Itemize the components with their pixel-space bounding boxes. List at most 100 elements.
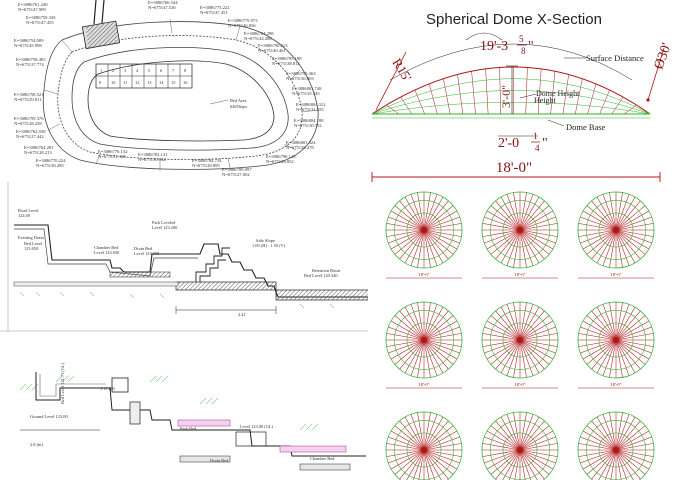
dome-height-word: Height bbox=[534, 96, 557, 105]
coord-easting: E=3086784.734 bbox=[192, 158, 222, 163]
road-level-value: 124.00 bbox=[18, 213, 31, 218]
dome-rosette: 18'-0" bbox=[577, 411, 655, 480]
base-denominator: 4 bbox=[535, 143, 540, 153]
grid-cell-label: 10 bbox=[111, 80, 116, 85]
dome-rosette: 18'-0" bbox=[481, 191, 559, 279]
detail-label: Bed Level 121.73 (GL) bbox=[60, 362, 65, 404]
rosette-span-label: 18'-0" bbox=[419, 382, 430, 387]
base-numerator: 1 bbox=[533, 131, 538, 141]
coord-easting: E=3086782.131 bbox=[138, 152, 168, 157]
coord-northing: N=675131.555 bbox=[296, 107, 324, 112]
rosette-span-label: 18'-0" bbox=[515, 382, 526, 387]
coord-easting: E=3086759.345 bbox=[26, 15, 56, 20]
coord-northing: N=675130.844 bbox=[138, 157, 166, 162]
coord-northing: N=675140.461 bbox=[258, 48, 286, 53]
coord-easting: E=3086770.224 bbox=[36, 158, 66, 163]
rosette-grid: 18'-0"18'-0"18'-0"18'-0"18'-0"18'-0"18'-… bbox=[385, 191, 655, 480]
coordinate-labels: E=3086761.240N=675147.909E=3086766.544N=… bbox=[14, 0, 326, 177]
dome-height-label: Dome Height bbox=[536, 89, 580, 98]
bed-area-label: Bed Area bbox=[230, 98, 247, 103]
coord-northing: N=675147.451 bbox=[200, 10, 228, 15]
coord-easting: E=3086779.973 bbox=[228, 18, 258, 23]
dome-cross-section bbox=[371, 32, 665, 137]
coord-easting: E=3086754.009 bbox=[14, 38, 44, 43]
detail-label: 2.8 (m) bbox=[30, 442, 43, 447]
coord-easting: E=3086801.748 bbox=[292, 86, 322, 91]
diameter-label: Ø30' bbox=[652, 41, 675, 71]
coord-easting: E=3086764.281 bbox=[24, 145, 54, 150]
detail-label: 1.11 (D) bbox=[100, 386, 115, 391]
coord-easting: E=3086761.240 bbox=[18, 2, 48, 7]
section-panel: 2.41 Road Level 124.00 Existing Drain Be… bbox=[0, 182, 368, 332]
coord-easting: E=3086776.132 bbox=[98, 149, 128, 154]
chamber-bed-label: Chamber Bed bbox=[94, 245, 119, 250]
coord-easting: E=3086790.613 bbox=[258, 43, 288, 48]
coord-northing: N=675130.752 bbox=[294, 123, 322, 128]
grid-cell-label: 8 bbox=[184, 68, 187, 73]
grid-cell-label: 4 bbox=[136, 68, 139, 73]
coord-northing: N=675136.803 bbox=[286, 76, 314, 81]
detail-panel: Bed Level 121.73 (GL) Ground Level 123.00… bbox=[0, 360, 368, 480]
coord-northing: N=675147.455 bbox=[26, 20, 54, 25]
dimension-label: 2.41 bbox=[238, 312, 246, 317]
coord-easting: E=3086758.521 bbox=[14, 92, 44, 97]
chord-whole: 19'-3 bbox=[480, 39, 508, 54]
coord-northing: N=675128.213 bbox=[24, 150, 52, 155]
grid-cell-label: 13 bbox=[147, 80, 152, 85]
bed-level-value: 123.650 bbox=[24, 246, 39, 251]
grid-cell-label: 16 bbox=[183, 80, 188, 85]
grid-cell-label: 5 bbox=[148, 68, 151, 73]
surface-distance-label: Surface Distance bbox=[586, 53, 644, 63]
detail-drawing: Bed Level 121.73 (GL) Ground Level 123.00… bbox=[19, 362, 366, 471]
detail-label: Level 123.00 (GL) bbox=[240, 424, 274, 429]
coord-easting: E=3086795.188 bbox=[272, 56, 302, 61]
coord-easting: E=3086759.376 bbox=[14, 116, 44, 121]
coord-northing: N=675127.442 bbox=[16, 134, 44, 139]
coord-northing: N=675131.128 bbox=[98, 154, 126, 159]
drain-bed-label: Drain Bed bbox=[134, 246, 153, 251]
coord-northing: N=675145.998 bbox=[14, 43, 42, 48]
coord-easting: E=3086762.038 bbox=[16, 129, 46, 134]
rosette-span-label: 18'-0" bbox=[419, 272, 430, 277]
coord-northing: N=675147.909 bbox=[18, 7, 46, 12]
bed-level-label: Bed Level bbox=[24, 241, 43, 246]
coord-northing: N=675138.812 bbox=[272, 61, 300, 66]
retention-basin-level: Bed Level 120.340 bbox=[304, 273, 338, 278]
coord-northing: N=675130.285 bbox=[36, 163, 64, 168]
road-level-label: Road Level bbox=[18, 208, 39, 213]
rosette-span-label: 18'-0" bbox=[515, 272, 526, 277]
grid-cell-label: 14 bbox=[159, 80, 164, 85]
chord-numerator: 5 bbox=[519, 34, 524, 44]
dome-title: Spherical Dome X-Section bbox=[426, 11, 602, 28]
height-label: 3'-0" bbox=[499, 85, 513, 108]
rosette-span-label: 18'-0" bbox=[611, 272, 622, 277]
coord-easting: E=3086789.097 bbox=[222, 167, 252, 172]
grid-cell-label: 2 bbox=[112, 68, 114, 73]
detail-labels: Bed Level 121.73 (GL) Ground Level 123.00… bbox=[30, 362, 335, 463]
dome-base-label: Dome Base bbox=[566, 122, 606, 132]
coord-northing: N=675128.478 bbox=[286, 145, 314, 150]
coord-northing: N=675147.526 bbox=[148, 5, 176, 10]
grid-cell-label: 9 bbox=[99, 80, 102, 85]
detail-label: Ground Level 123.00 bbox=[30, 414, 68, 419]
coord-easting: E=3086804.188 bbox=[294, 118, 324, 123]
grid-cell-label: 3 bbox=[124, 68, 127, 73]
coord-easting: E=3086801.324 bbox=[286, 140, 316, 145]
dome-rosette: 18'-0" bbox=[385, 191, 463, 279]
coord-northing: N=675137.774 bbox=[16, 62, 44, 67]
dome-panel: Spherical Dome X-Section R15' 19'-3 bbox=[368, 0, 680, 480]
radius-label: R15' bbox=[389, 56, 414, 84]
coord-easting: E=3086796.128 bbox=[266, 154, 296, 159]
dome-rosette: 18'-0" bbox=[481, 301, 559, 389]
drain-bed-level: Level 123.000 bbox=[134, 251, 160, 256]
coord-easting: E=3086795.363 bbox=[286, 71, 316, 76]
section-drawing: 2.41 Road Level 124.00 Existing Drain Be… bbox=[0, 182, 368, 332]
chamber-bed-level: Level 123.650 bbox=[94, 250, 120, 255]
coord-easting: E=3086784.298 bbox=[244, 31, 274, 36]
grid-cell-label: 6 bbox=[160, 68, 163, 73]
detail-label: Chamber Bed bbox=[310, 456, 335, 461]
grid-cell-label: 12 bbox=[135, 80, 139, 85]
base-whole: 2'-0 bbox=[498, 136, 519, 151]
coord-northing: N=675128.258 bbox=[14, 121, 42, 126]
